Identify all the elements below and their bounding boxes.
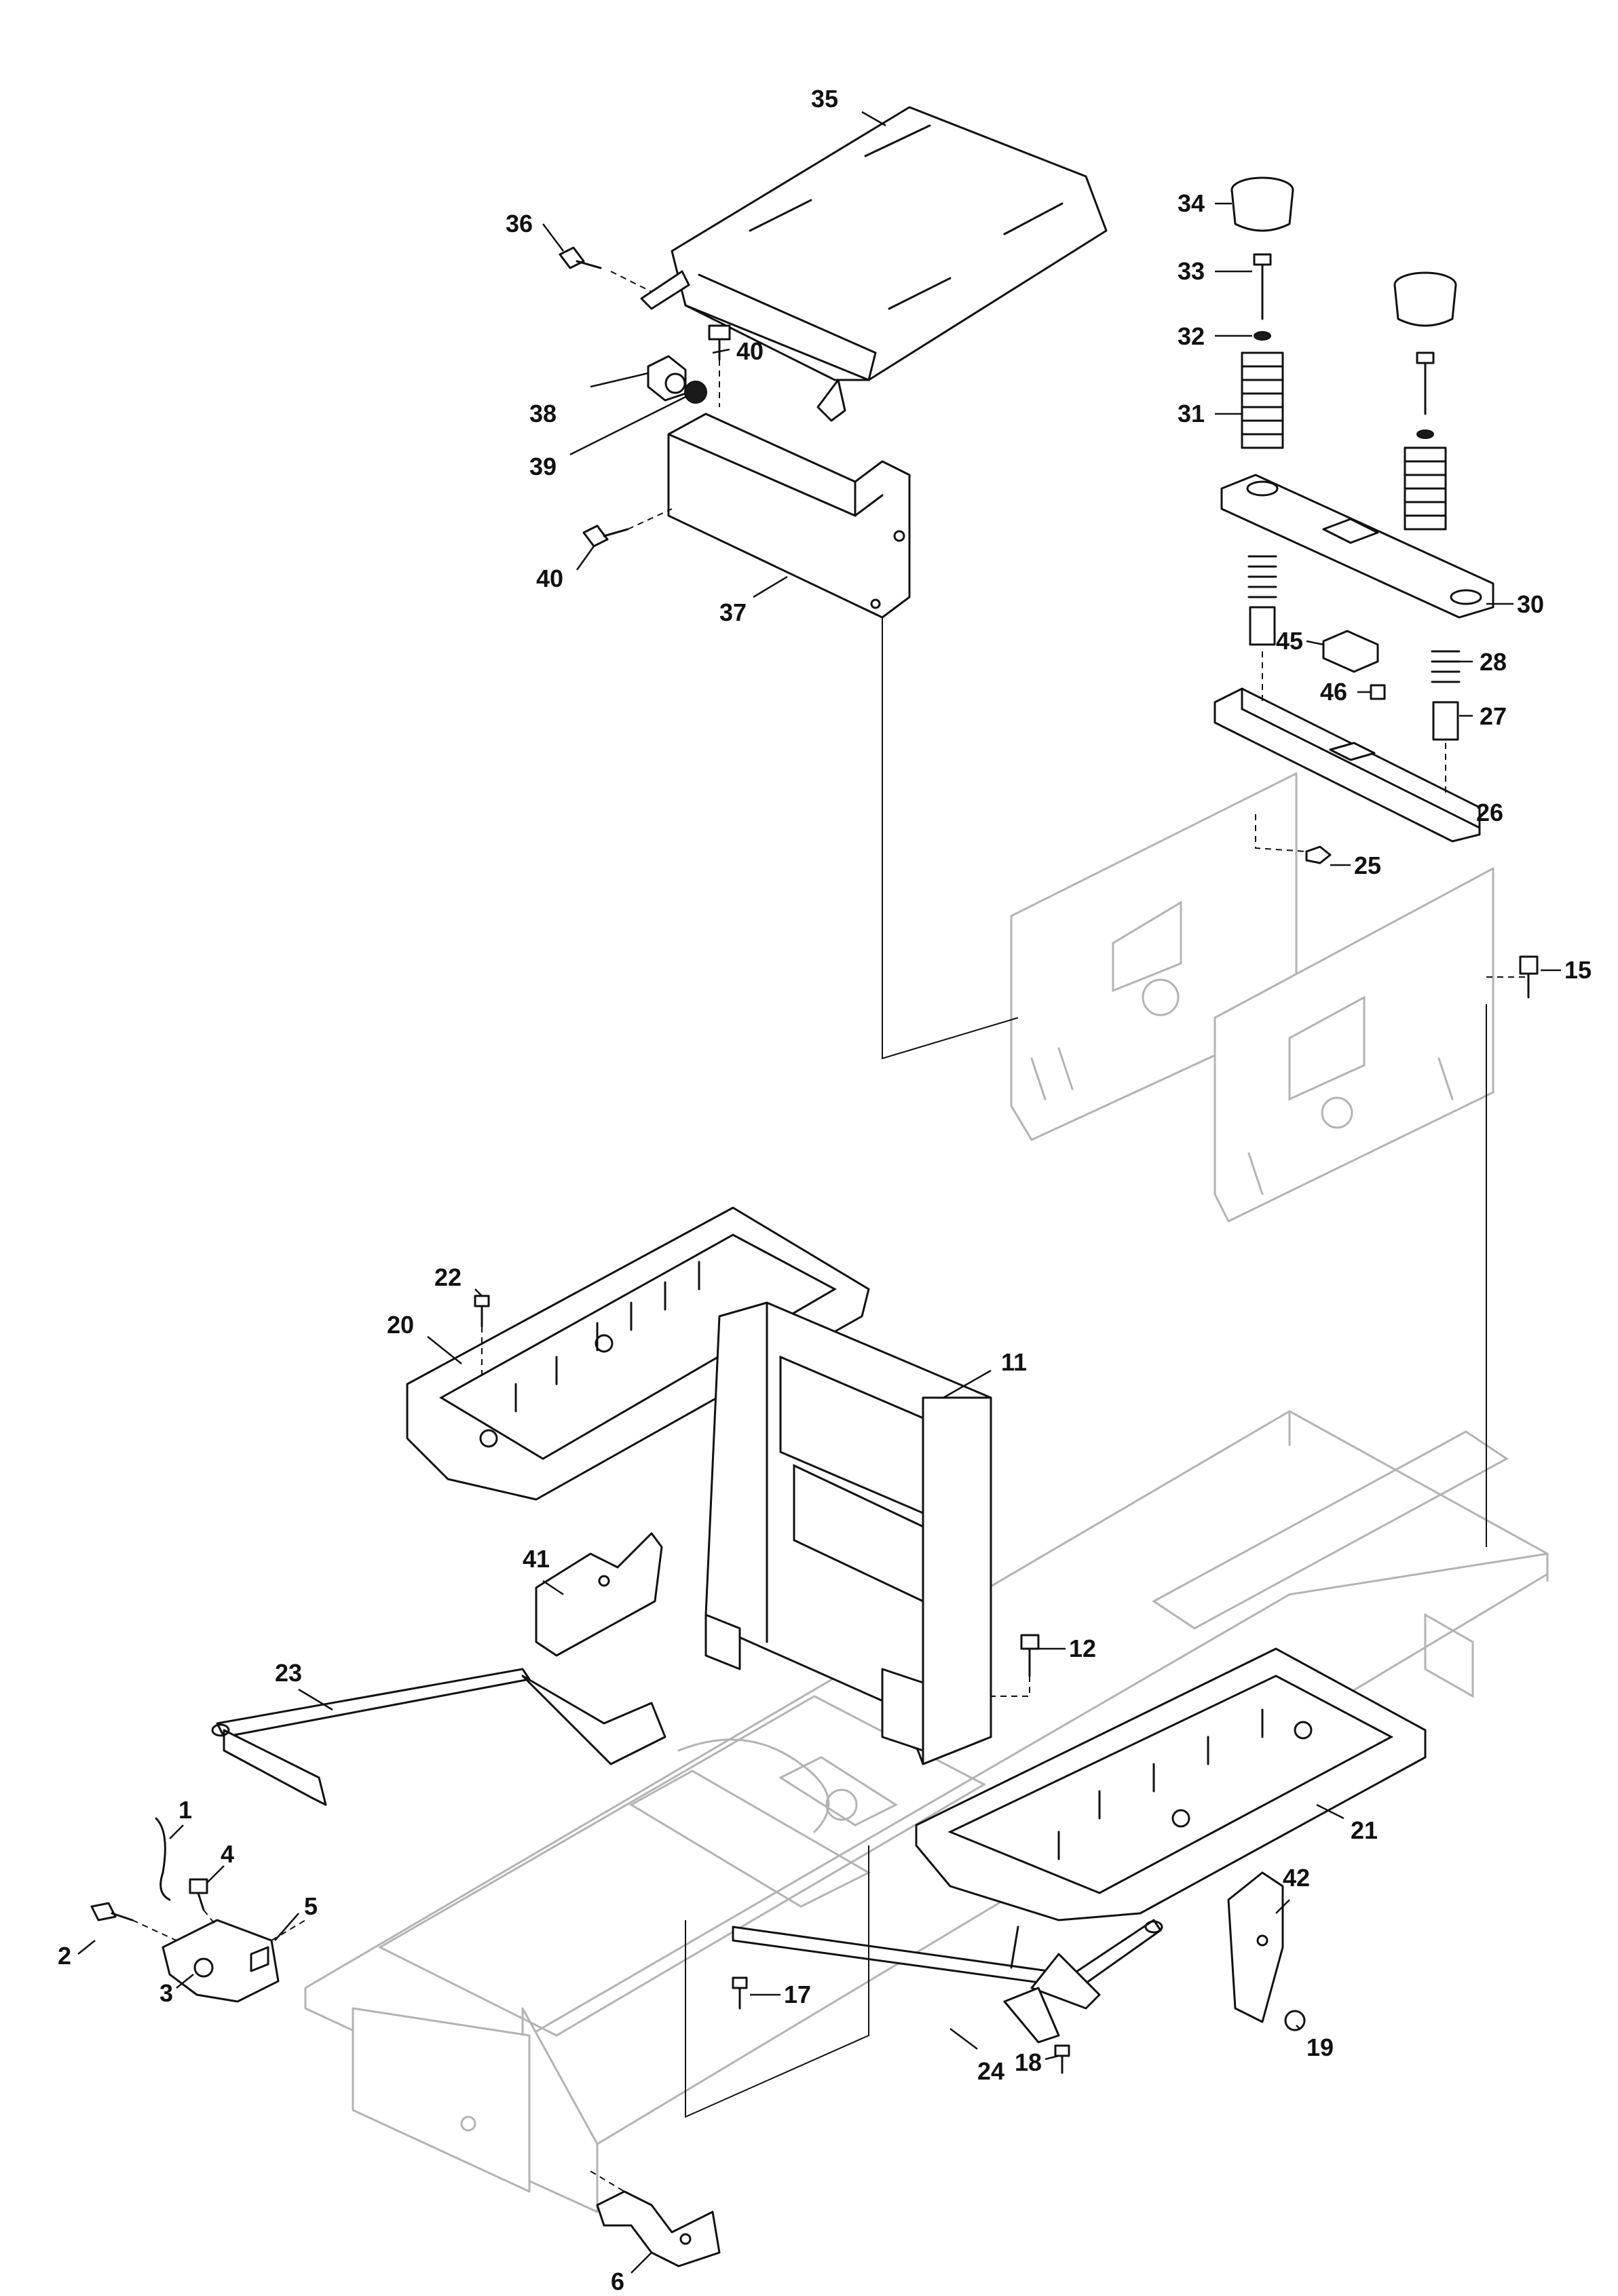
spring-cap (1393, 271, 1457, 327)
seat (640, 106, 1108, 422)
sleeve (1249, 606, 1459, 741)
callout-38: 38 (529, 400, 557, 427)
rod-23 (211, 1668, 666, 1806)
seat-bracket (667, 413, 911, 619)
callout-15: 15 (1564, 956, 1592, 984)
callout-42: 42 (1283, 1864, 1310, 1892)
washer (1254, 331, 1434, 439)
nut-icon (1284, 2010, 1306, 2031)
bolt-icon (582, 524, 629, 548)
callout-45: 45 (1276, 627, 1303, 655)
callout-2: 2 (58, 1942, 71, 1970)
callout-35: 35 (811, 85, 838, 113)
callout-22: 22 (434, 1263, 462, 1291)
bracket-5 (162, 1919, 280, 2003)
side-plate-right (1214, 867, 1494, 1223)
callout-40b: 40 (536, 565, 563, 592)
callout-4: 4 (221, 1840, 234, 1868)
callout-21: 21 (1351, 1816, 1378, 1844)
bolt-icon (1020, 1634, 1040, 1677)
callout-34: 34 (1178, 189, 1205, 217)
dashboard-frame (704, 1301, 992, 1765)
callout-26: 26 (1476, 799, 1503, 826)
callout-31: 31 (1178, 400, 1205, 427)
callout-40a: 40 (736, 337, 764, 365)
bolt-icon (1519, 955, 1539, 999)
callout-labels: 1 2 3 4 5 6 11 12 15 17 18 19 20 21 22 2… (58, 85, 1592, 2295)
callout-18: 18 (1015, 2048, 1042, 2076)
callout-30: 30 (1517, 590, 1544, 618)
bolt-icon (1054, 2044, 1070, 2074)
callout-11: 11 (1001, 1348, 1027, 1376)
bracket-6 (596, 2190, 721, 2268)
footboard-right (915, 1647, 1427, 1921)
spring-bolt (1253, 253, 1435, 415)
leader-lines (77, 111, 1561, 2274)
callout-46: 46 (1320, 678, 1347, 706)
bolt-icon (189, 1878, 208, 1911)
callout-3: 3 (159, 1979, 173, 2007)
bolt-icon (732, 1976, 748, 2010)
spring-icon (1241, 351, 1284, 449)
callout-20: 20 (387, 1311, 414, 1339)
callout-17: 17 (784, 1981, 811, 2008)
callout-27: 27 (1480, 702, 1507, 730)
callout-39: 39 (529, 453, 557, 480)
callout-32: 32 (1178, 322, 1205, 350)
callout-1: 1 (178, 1796, 192, 1824)
callout-25: 25 (1354, 852, 1381, 879)
callout-28: 28 (1480, 648, 1507, 676)
callout-36: 36 (506, 210, 533, 237)
callout-41: 41 (523, 1545, 550, 1573)
callout-5: 5 (304, 1892, 318, 1920)
pin-icon (155, 1817, 171, 1901)
callout-12: 12 (1069, 1634, 1096, 1662)
bolt-icon (559, 246, 602, 269)
callout-19: 19 (1306, 2033, 1334, 2061)
callout-24: 24 (977, 2057, 1004, 2085)
switch (1322, 630, 1386, 700)
callout-23: 23 (275, 1659, 302, 1687)
spring-cap (1230, 176, 1294, 232)
rod-24 (732, 1919, 1163, 2044)
bracket-41 (535, 1532, 663, 1657)
bracket-42 (1227, 1871, 1284, 2023)
callout-37: 37 (719, 598, 747, 626)
assembly-lines (132, 271, 1528, 2192)
rail-26 (1214, 687, 1481, 843)
pivot-bushings (647, 355, 707, 404)
bolt-icon (90, 1902, 134, 1921)
bolt-icon (708, 324, 731, 361)
nut-icon (1305, 845, 1332, 864)
small-spring (1247, 555, 1461, 683)
callout-33: 33 (1178, 257, 1205, 285)
callout-6: 6 (611, 2268, 624, 2295)
spring-plate (1220, 474, 1494, 619)
footboard-left (406, 1206, 870, 1501)
spring-icon (1404, 446, 1447, 531)
bolt-icon (474, 1295, 490, 1328)
